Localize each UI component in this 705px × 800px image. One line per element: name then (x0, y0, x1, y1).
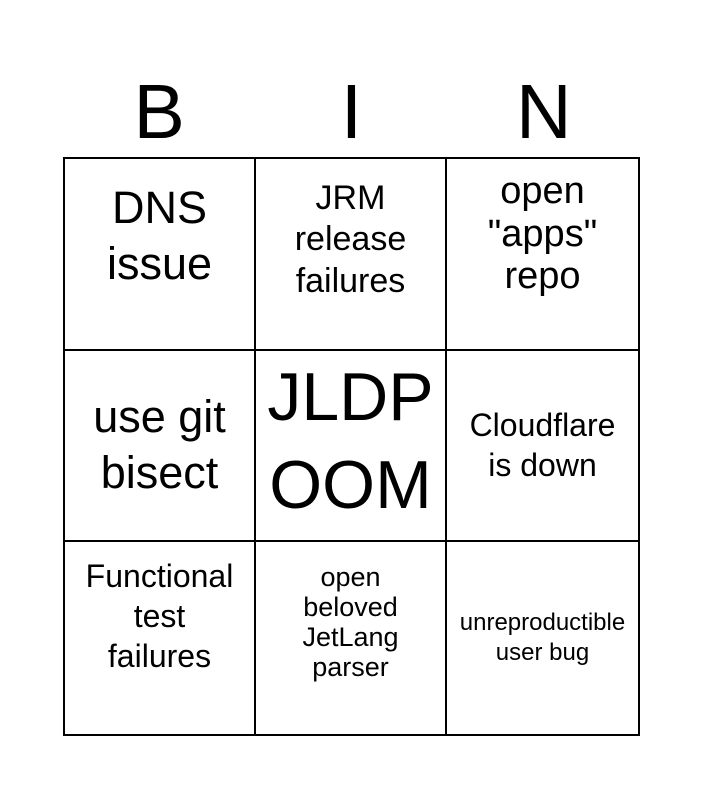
bingo-cell-text: use git bisect (93, 391, 226, 499)
bingo-cell-r3c2[interactable]: open beloved JetLang parser (256, 542, 447, 734)
bingo-cell-text: Functional test failures (85, 558, 234, 675)
bingo-cell-r3c3[interactable]: unreproductible user bug (447, 542, 638, 734)
column-letter-b: B (133, 69, 185, 155)
bingo-cell-r2c1[interactable]: use git bisect (65, 350, 256, 543)
bingo-cell-text: JRM release failures (294, 178, 407, 300)
bingo-cell-r3c1[interactable]: Functional test failures (65, 542, 256, 734)
bingo-cell-r1c1[interactable]: DNS issue (65, 159, 256, 351)
bingo-cell-text: DNS issue (106, 181, 213, 289)
column-letter-i: I (340, 69, 363, 155)
bingo-header-letters: B I N (63, 74, 640, 151)
column-letter-n: N (516, 69, 572, 155)
bingo-cell-text: open beloved JetLang parser (302, 561, 399, 683)
bingo-cell-r1c3[interactable]: open "apps" repo (447, 159, 638, 351)
bingo-cell-text: JLDP OOM (267, 359, 434, 524)
bingo-cell-text: open "apps" repo (487, 170, 598, 298)
bingo-cell-text: Cloudflare is down (469, 407, 616, 484)
bingo-grid: DNS issue JRM release failures open "app… (63, 157, 640, 736)
bingo-cell-r2c2[interactable]: JLDP OOM (256, 350, 447, 543)
bingo-cell-text: unreproductible user bug (459, 609, 626, 667)
bingo-cell-r1c2[interactable]: JRM release failures (256, 159, 447, 351)
bingo-cell-r2c3[interactable]: Cloudflare is down (447, 351, 638, 543)
